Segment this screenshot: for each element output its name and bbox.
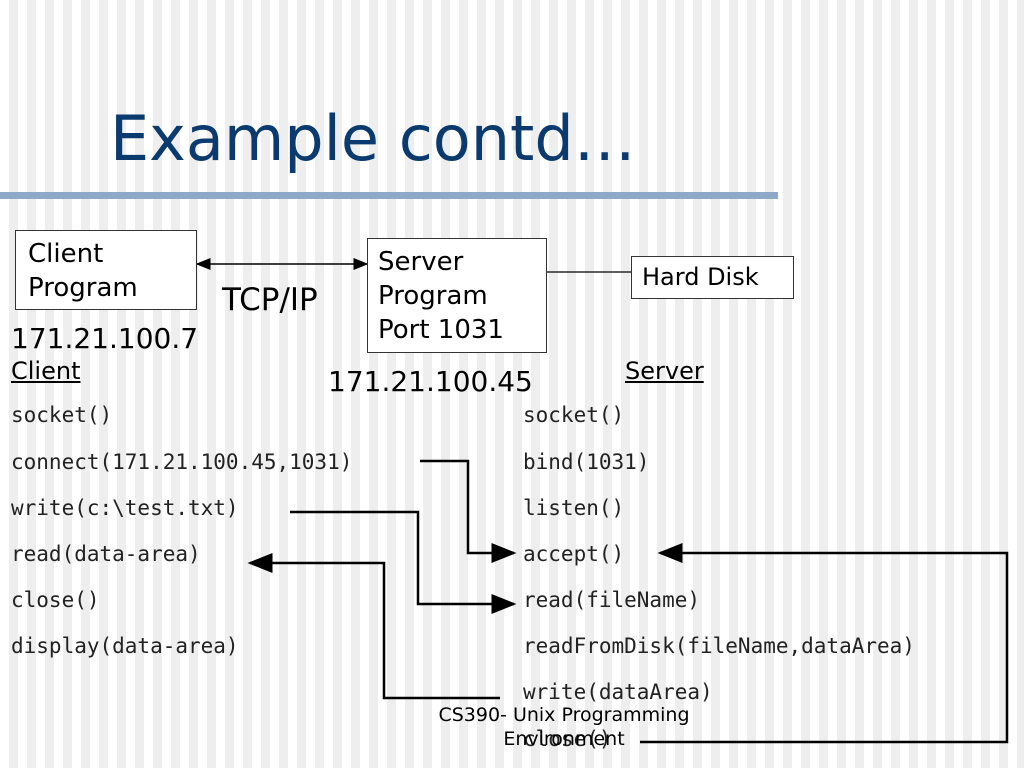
server-call: accept() (523, 542, 625, 566)
server-box-line2: Program (378, 281, 488, 311)
footer-line2: Environment (503, 728, 625, 750)
close-to-accept-arrow (640, 543, 1009, 744)
server-call: close() (523, 727, 612, 751)
client-ip: 171.21.100.7 (11, 322, 199, 355)
server-call: read(fileName) (523, 588, 701, 612)
server-call: readFromDisk(fileName,dataArea) (523, 634, 915, 658)
server-box-line3: Port 1031 (378, 315, 504, 345)
server-call: bind(1031) (523, 450, 650, 474)
server-heading: Server (625, 357, 704, 385)
client-call: socket() (11, 403, 113, 427)
client-call: write(c:\test.txt) (11, 496, 239, 520)
client-box-line1: Client (28, 239, 104, 269)
server-call: listen() (523, 496, 625, 520)
client-call: close() (11, 588, 100, 612)
slide-title: Example contd… (110, 102, 636, 175)
server-write-to-client-read-arrow (247, 553, 500, 700)
write-to-read-arrow (290, 510, 517, 614)
server-ip: 171.21.100.45 (328, 365, 533, 398)
server-call: socket() (523, 403, 625, 427)
client-program-box: Client Program (15, 230, 197, 310)
client-call: connect(171.21.100.45,1031) (11, 450, 353, 474)
client-call: display(data-area) (11, 634, 239, 658)
server-program-box: Server Program Port 1031 (367, 238, 547, 353)
server-box-line1: Server (378, 247, 464, 277)
connect-to-accept-arrow (420, 459, 517, 563)
footer-line1: CS390- Unix Programming (438, 704, 690, 726)
hard-disk-label: Hard Disk (642, 263, 759, 291)
client-heading: Client (11, 357, 81, 385)
client-call: read(data-area) (11, 542, 201, 566)
server-call: write(dataArea) (523, 680, 713, 704)
hard-disk-box: Hard Disk (631, 256, 794, 299)
title-divider (0, 192, 778, 199)
protocol-label: TCP/IP (222, 282, 318, 318)
client-box-line2: Program (28, 273, 138, 303)
